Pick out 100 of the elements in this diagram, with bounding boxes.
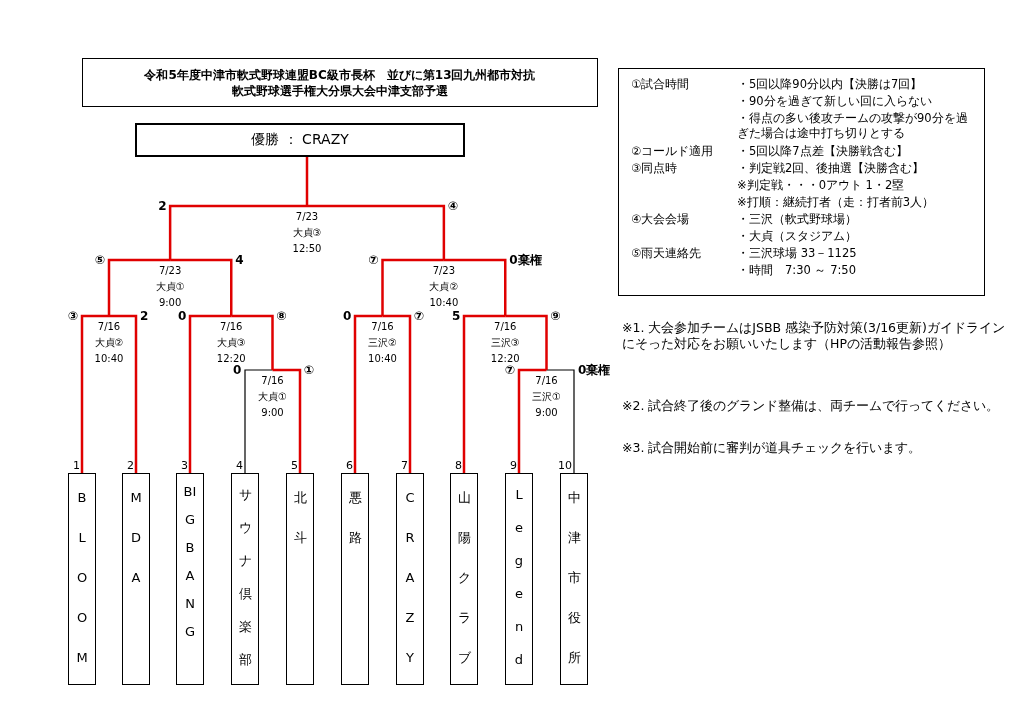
match-date: 7/23: [432, 264, 456, 278]
seed-number: 7: [400, 460, 408, 472]
team-name-box: 中津市役所: [560, 473, 588, 685]
rule-text: ・90分を過ぎて新しい回に入らない: [737, 94, 933, 109]
rule-text: ※判定戦・・・0アウト 1・2塁: [737, 178, 906, 193]
rule-heading: ③同点時: [631, 161, 678, 176]
match-date: 7/23: [295, 210, 319, 224]
bracket-line: [545, 369, 575, 474]
bracket-line: [109, 314, 138, 473]
team-name-box: サウナ倶楽部: [231, 473, 259, 685]
score-label: 5: [452, 309, 461, 323]
seed-number: 3: [180, 460, 188, 472]
rule-heading: ①試合時間: [631, 77, 690, 92]
seed-number: 10: [557, 460, 572, 472]
match-time: 9:00: [535, 406, 558, 420]
score-label: ⑦: [368, 253, 379, 267]
score-label: 2: [158, 199, 167, 213]
match-time: 9:00: [158, 296, 182, 310]
seed-number: 9: [509, 460, 517, 472]
team-name-box: MDA: [122, 473, 150, 685]
score-label: ⑧: [276, 309, 287, 323]
match-venue: 大貞①: [258, 390, 287, 404]
bracket-line: [305, 157, 309, 206]
seed-number: 5: [290, 460, 298, 472]
bracket-line: [462, 314, 506, 473]
team-name-box: 山陽クラブ: [450, 473, 478, 685]
rule-text: ・5回以降90分以内【決勝は7回】: [737, 77, 924, 92]
score-label: ⑤: [95, 253, 106, 267]
rule-text: ・判定戦2回、後抽選【決勝含む】: [737, 161, 926, 176]
champion-box: 優勝 ： CRAZY: [135, 123, 465, 157]
score-label: ⑦: [505, 363, 516, 377]
match-venue: 大貞②: [94, 336, 124, 350]
rule-text: ・5回以降7点差【決勝戦含む】: [737, 144, 909, 159]
seed-number: 2: [126, 460, 134, 472]
score-label: 0: [233, 363, 242, 377]
match-date: 7/16: [220, 320, 243, 334]
rule-heading: ④大会会場: [631, 212, 690, 227]
note-text: ※3. 試合開始前に審判が道具チェックを行います。: [622, 440, 923, 456]
rules-panel: [618, 68, 985, 296]
bracket-line: [517, 368, 547, 473]
match-time: 10:40: [429, 296, 459, 310]
match-venue: 三沢②: [368, 336, 397, 350]
bracket-line: [80, 314, 109, 473]
match-venue: 大貞③: [216, 336, 246, 350]
bracket-line: [307, 204, 446, 260]
match-venue: 大貞①: [155, 280, 185, 294]
match-venue: 大貞③: [292, 226, 322, 240]
bracket-line: [168, 204, 307, 260]
seed-number: 8: [454, 460, 462, 472]
score-label: ⑨: [550, 309, 561, 323]
bracket-line: [381, 258, 444, 316]
rule-text: ※打順：継続打者（走：打者前3人）: [737, 195, 935, 210]
score-label: ①: [304, 363, 315, 377]
team-name-box: BLOOM: [68, 473, 96, 685]
match-date: 7/16: [494, 320, 517, 334]
score-label: 4: [235, 253, 244, 267]
score-label: 0: [178, 309, 187, 323]
score-label: 0棄権: [578, 363, 611, 377]
bracket-line: [382, 314, 412, 473]
team-name-box: 悪路: [341, 473, 369, 685]
bracket-line: [188, 314, 232, 473]
seed-number: 4: [235, 460, 243, 472]
rule-text: ・三沢（軟式野球場）: [737, 212, 858, 227]
match-venue: 三沢③: [490, 336, 520, 350]
bracket-line: [244, 369, 274, 474]
rule-text: ・時間 7:30 ～ 7:50: [737, 263, 857, 278]
bracket-line: [231, 314, 274, 370]
match-time: 12:50: [292, 242, 322, 256]
score-label: ⑦: [414, 309, 425, 323]
match-date: 7/16: [371, 320, 394, 334]
match-date: 7/23: [158, 264, 182, 278]
team-name-box: BIGBANG: [176, 473, 204, 685]
bracket-line: [353, 314, 383, 473]
team-name-box: 北斗: [286, 473, 314, 685]
title-box: 令和5年度中津市軟式野球連盟BC級市長杯 並びに第13回九州都市対抗軟式野球選手権大分県大会中津支部予選: [82, 58, 598, 107]
bracket-line: [107, 258, 171, 316]
match-time: 12:20: [490, 352, 520, 365]
bracket-line: [170, 258, 233, 316]
rule-text: ・大貞（スタジアム）: [737, 229, 858, 244]
match-venue: 三沢①: [532, 390, 561, 404]
note-text: ※1. 大会参加チームはJSBB 感染予防対策(3/16更新)ガイドラインにそった対応をお願いいたします（HPの活動報告参照）: [622, 320, 1006, 352]
team-name-box: CRAZY: [396, 473, 424, 685]
score-label: ③: [68, 309, 79, 323]
rule-heading: ⑤雨天連絡先: [631, 246, 702, 261]
match-time: 10:40: [94, 352, 124, 366]
rule-heading: ②コールド適用: [631, 144, 714, 159]
match-date: 7/16: [97, 320, 121, 334]
rule-text: ・得点の多い後攻チームの攻撃が90分を過ぎた場合は途中打ち切りとする: [737, 111, 969, 141]
match-time: 10:40: [368, 352, 397, 366]
score-label: 0棄権: [509, 253, 542, 267]
score-label: ④: [447, 199, 459, 213]
score-label: 0: [343, 309, 352, 323]
rule-text: ・三沢球場 33－1125: [737, 246, 858, 261]
bracket-line: [505, 314, 548, 370]
seed-number: 6: [345, 460, 353, 472]
match-time: 12:20: [216, 352, 246, 365]
match-date: 7/16: [535, 374, 558, 388]
match-date: 7/16: [261, 374, 284, 388]
note-text: ※2. 試合終了後のグランド整備は、両チームで行ってください。: [622, 398, 1001, 414]
score-label: 2: [140, 309, 149, 323]
